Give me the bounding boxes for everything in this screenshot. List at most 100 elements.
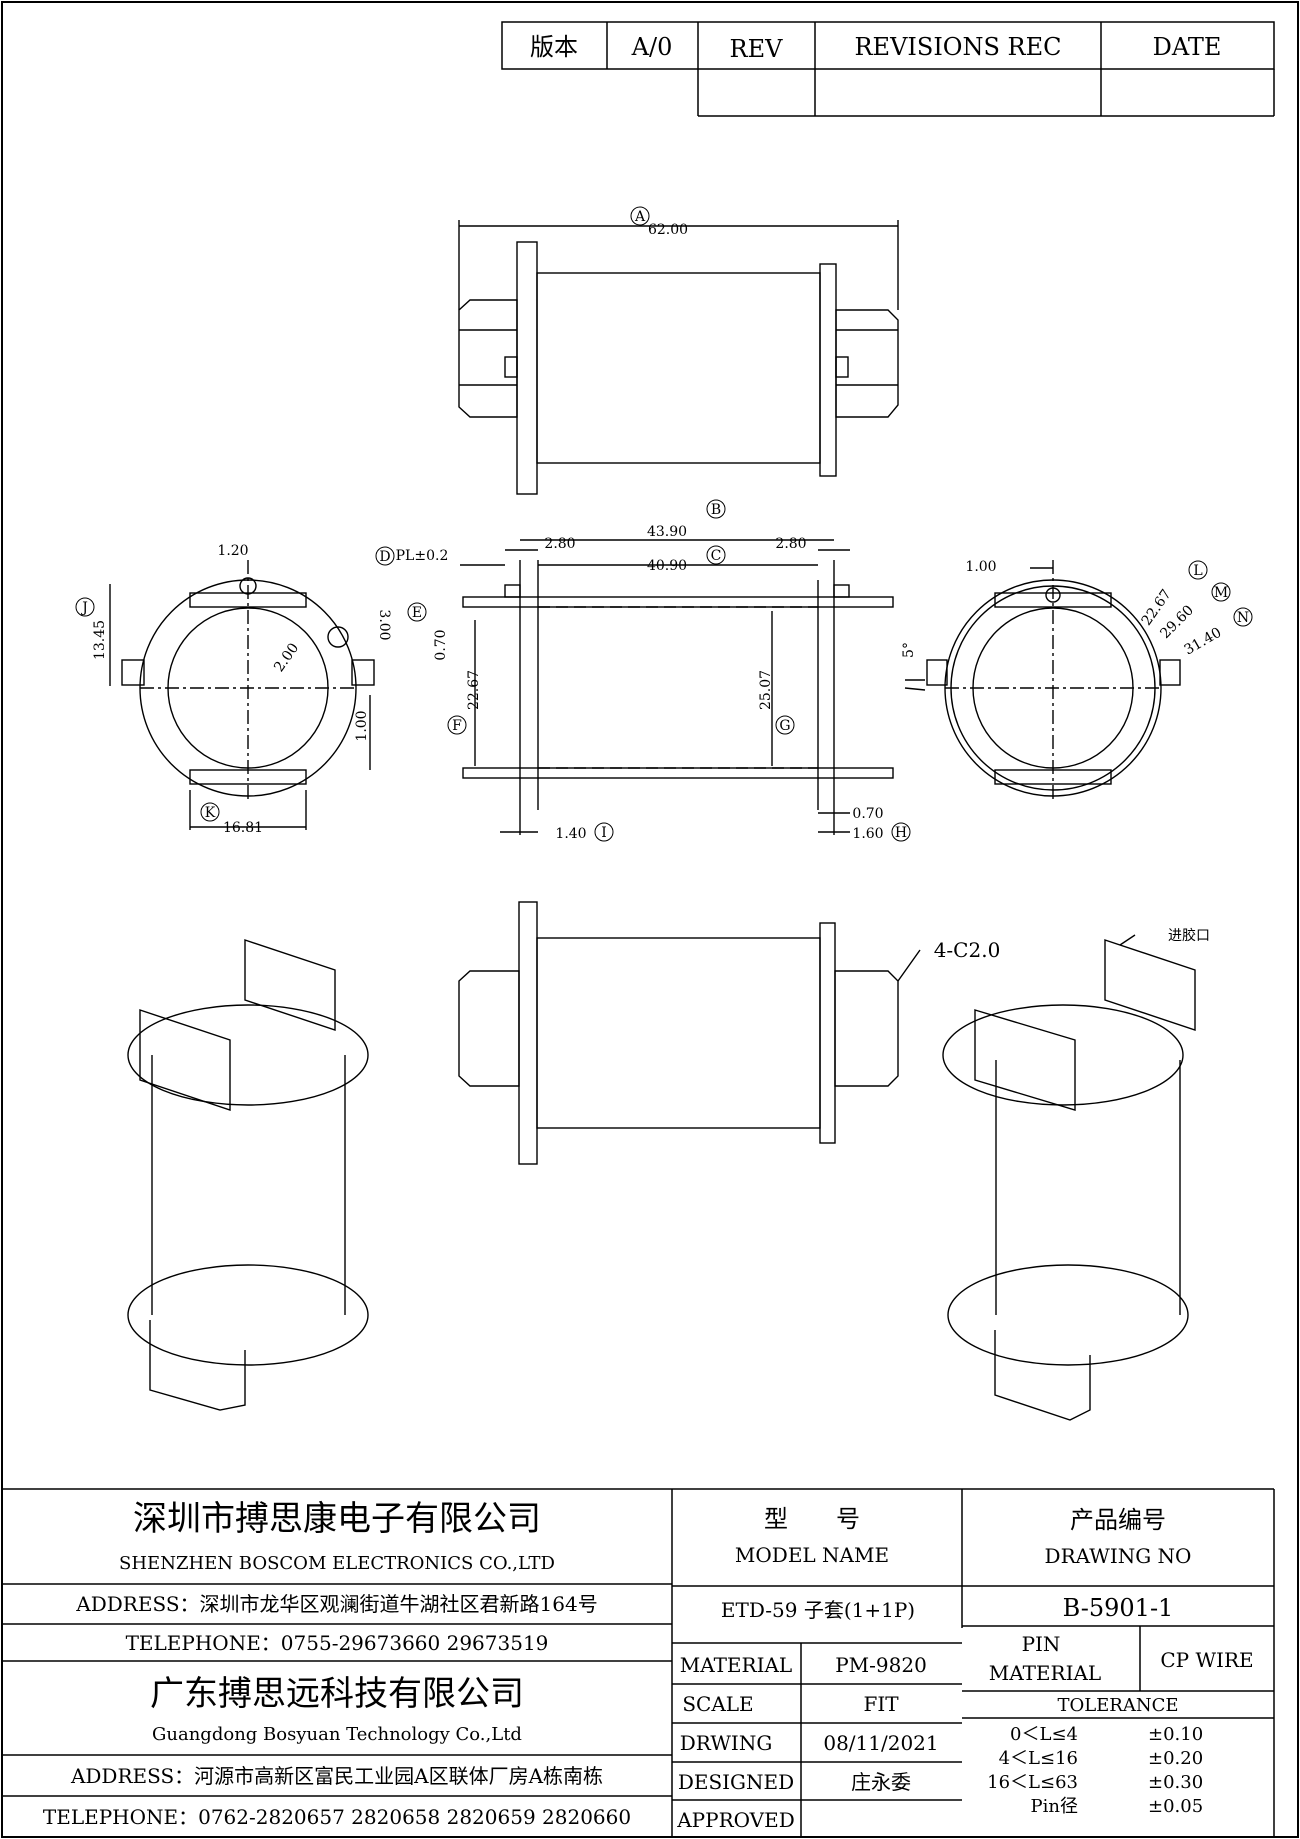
drawing-label: DRWING bbox=[680, 1731, 773, 1755]
model-cn: 型 号 bbox=[764, 1505, 860, 1533]
side-view bbox=[458, 901, 921, 1165]
right-end-view bbox=[904, 560, 1181, 800]
telephone1: TELEPHONE：0755-29673660 29673519 bbox=[126, 1631, 549, 1655]
balloon-g-label: G bbox=[779, 718, 790, 734]
dim-1-00-left: 1.00 bbox=[354, 710, 370, 741]
dim-5deg: 5° bbox=[901, 642, 917, 658]
dim-1-20: 1.20 bbox=[217, 543, 248, 559]
model-en: MODEL NAME bbox=[735, 1543, 889, 1567]
drawing-date: 08/11/2021 bbox=[823, 1731, 938, 1755]
balloon-l-label: L bbox=[1193, 563, 1202, 579]
tolerance-value: ±0.20 bbox=[1148, 1748, 1203, 1769]
drawing-en: DRAWING NO bbox=[1045, 1544, 1192, 1568]
dim-k-value: 16.81 bbox=[223, 820, 263, 836]
balloon-c-label: C bbox=[711, 548, 722, 564]
dim-2-80-right: 2.80 bbox=[775, 536, 806, 552]
balloon-m bbox=[1211, 582, 1231, 602]
tolerance-value: ±0.05 bbox=[1148, 1796, 1203, 1817]
gate-label: 进胶口 bbox=[1168, 927, 1210, 944]
date-header: DATE bbox=[1153, 33, 1222, 61]
address1: ADDRESS：深圳市龙华区观澜街道牛湖社区君新路164号 bbox=[75, 1592, 597, 1616]
tolerance-range: 16＜L≤63 bbox=[987, 1772, 1078, 1793]
balloon-b-label: B bbox=[711, 502, 721, 518]
pin-material-label-2: MATERIAL bbox=[989, 1661, 1101, 1685]
balloon-m-label: M bbox=[1214, 585, 1228, 601]
dim-e-value: 0.70 bbox=[433, 629, 449, 660]
section-view bbox=[460, 539, 894, 835]
balloon-d-label: D bbox=[379, 549, 390, 565]
rev-header: REV bbox=[730, 35, 784, 63]
tolerance-range: 4＜L≤16 bbox=[999, 1748, 1078, 1769]
approved-label: APPROVED bbox=[676, 1808, 795, 1832]
dim-c-value: 40.90 bbox=[647, 558, 687, 574]
balloon-j-label: J bbox=[80, 600, 88, 616]
title-block bbox=[2, 1488, 1275, 1837]
dim-j-value: 13.45 bbox=[92, 620, 108, 660]
tolerance-value: ±0.10 bbox=[1148, 1724, 1203, 1745]
drawing-value: B-5901-1 bbox=[1063, 1594, 1174, 1622]
balloon-c bbox=[706, 545, 726, 565]
chamfer-label: 4-C2.0 bbox=[934, 938, 1001, 962]
dim-0-70: 0.70 bbox=[852, 806, 883, 822]
dim-2-80-left: 2.80 bbox=[544, 536, 575, 552]
material-value: PM-9820 bbox=[835, 1653, 927, 1677]
dim-n-value: 31.40 bbox=[1182, 625, 1225, 659]
scale-value: FIT bbox=[863, 1692, 899, 1716]
version-value: A/0 bbox=[631, 33, 673, 61]
designed-label: DESIGNED bbox=[678, 1770, 794, 1794]
drawing-cn: 产品编号 bbox=[1070, 1506, 1166, 1534]
balloon-e-label: E bbox=[412, 605, 422, 621]
balloon-k bbox=[200, 802, 220, 822]
revisions-header: REVISIONS REC bbox=[854, 33, 1061, 61]
telephone2: TELEPHONE：0762-2820657 2820658 2820659 2… bbox=[43, 1805, 631, 1829]
left-end-view bbox=[109, 560, 375, 830]
company1-cn: 深圳市搏思康电子有限公司 bbox=[133, 1499, 541, 1539]
dim-b-value: 43.90 bbox=[647, 524, 687, 540]
balloon-k-label: K bbox=[205, 805, 216, 821]
dim-f-value: 22.67 bbox=[466, 670, 482, 710]
company1-en: SHENZHEN BOSCOM ELECTRONICS CO.,LTD bbox=[119, 1553, 555, 1574]
balloon-n-label: N bbox=[1237, 610, 1249, 626]
model-value: ETD-59 子套(1+1P) bbox=[721, 1598, 915, 1622]
designed-value: 庄永委 bbox=[851, 1770, 911, 1794]
balloon-i bbox=[594, 822, 614, 842]
balloon-b bbox=[706, 499, 726, 519]
balloon-f bbox=[447, 715, 467, 735]
dim-h-value: 1.60 bbox=[852, 826, 883, 842]
balloon-j bbox=[75, 597, 95, 617]
balloon-a-label: A bbox=[634, 209, 646, 225]
company2-cn: 广东搏思远科技有限公司 bbox=[150, 1674, 524, 1714]
tolerance-range: Pin径 bbox=[1031, 1796, 1078, 1817]
dim-3-00: 3.00 bbox=[376, 609, 392, 640]
isometric-right bbox=[942, 934, 1196, 1421]
balloon-h-label: H bbox=[895, 825, 907, 841]
version-label: 版本 bbox=[530, 33, 578, 61]
balloon-d bbox=[375, 546, 395, 566]
scale-label: SCALE bbox=[682, 1692, 753, 1716]
dim-1-00-right: 1.00 bbox=[965, 559, 996, 575]
material-label: MATERIAL bbox=[680, 1653, 792, 1677]
tolerance-header: TOLERANCE bbox=[1057, 1695, 1178, 1716]
dim-d-value: PL±0.2 bbox=[396, 548, 449, 564]
balloon-e bbox=[407, 602, 427, 622]
balloon-n bbox=[1233, 607, 1253, 627]
address2: ADDRESS：河源市高新区富民工业园A区联体厂房A栋南栋 bbox=[70, 1764, 603, 1788]
company2-en: Guangdong Bosyuan Technology Co.,Ltd bbox=[152, 1724, 522, 1745]
balloon-a bbox=[630, 206, 650, 226]
balloon-i-label: I bbox=[601, 825, 607, 841]
top-view bbox=[458, 220, 899, 495]
pin-material-label-1: PIN bbox=[1022, 1632, 1061, 1656]
balloon-f-label: F bbox=[452, 718, 462, 734]
pin-material-value: CP WIRE bbox=[1160, 1648, 1253, 1672]
tolerance-table: 0＜L≤4 ±0.10 4＜L≤16 ±0.20 16＜L≤63 ±0.30 P… bbox=[987, 1724, 1203, 1817]
tolerance-range: 0＜L≤4 bbox=[1010, 1724, 1078, 1745]
dim-i-value: 1.40 bbox=[555, 826, 586, 842]
balloon-g bbox=[775, 715, 795, 735]
dim-g-value: 25.07 bbox=[758, 670, 774, 710]
revision-block bbox=[501, 21, 1275, 117]
dim-a-value: 62.00 bbox=[648, 222, 688, 238]
balloon-l bbox=[1188, 560, 1208, 580]
dim-phi-2-00: 2.00 bbox=[271, 640, 302, 675]
